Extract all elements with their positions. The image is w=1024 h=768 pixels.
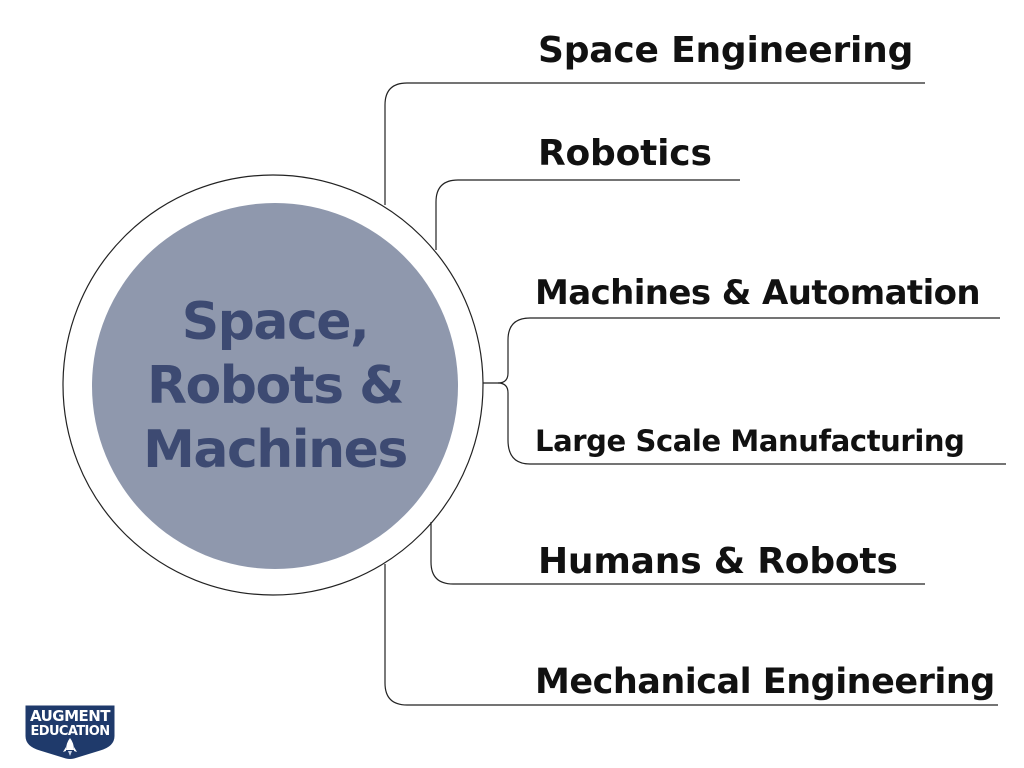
connector-large-scale-manufacturing — [497, 382, 1006, 465]
branch-label-machines-automation: Machines & Automation — [535, 273, 981, 313]
branch-label-mechanical-engineering: Mechanical Engineering — [535, 662, 995, 702]
center-title-line-3: Machines — [143, 420, 408, 480]
center-title-line-1: Space, — [181, 292, 370, 352]
augment-education-logo: AUGMENT EDUCATION — [25, 705, 115, 759]
center-title: Space, Robots & Machines — [92, 203, 458, 569]
center-title-line-2: Robots & — [147, 356, 404, 416]
center-circle — [92, 203, 458, 569]
branch-label-robotics: Robotics — [538, 133, 712, 174]
connector-machines-automation — [483, 317, 1000, 384]
logo-text-line-1: AUGMENT — [30, 707, 111, 725]
connector-mechanical-engineering — [384, 564, 998, 706]
branch-label-space-engineering: Space Engineering — [538, 30, 914, 71]
connector-robotics — [435, 179, 740, 250]
rocket-icon — [63, 738, 77, 756]
branch-label-large-scale-manufacturing: Large Scale Manufacturing — [535, 424, 965, 458]
branch-label-humans-robots: Humans & Robots — [538, 541, 898, 582]
logo-text-line-2: EDUCATION — [30, 724, 109, 739]
connector-space-engineering — [384, 82, 925, 205]
logo-shield — [25, 705, 115, 759]
connector-humans-robots — [430, 522, 925, 585]
